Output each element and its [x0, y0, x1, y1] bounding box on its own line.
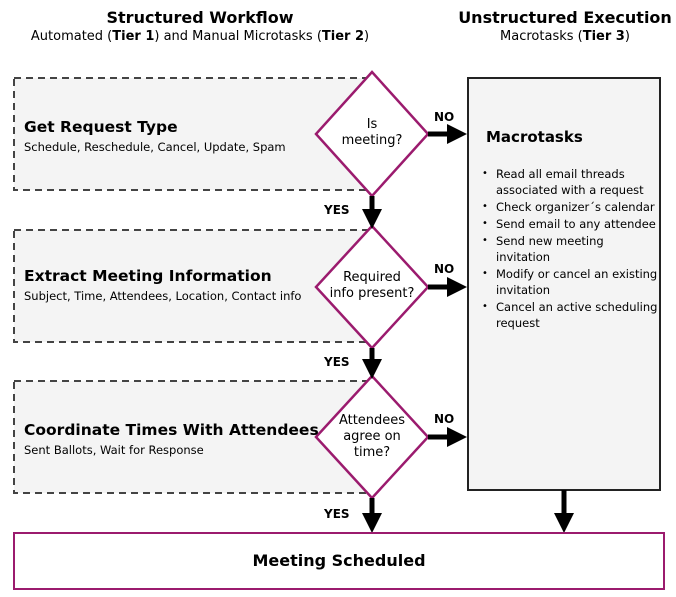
step-box-2: [13, 229, 375, 343]
macrotask-item: Read all email threads associated with a…: [482, 166, 658, 198]
step-2-title: Extract Meeting Information: [24, 267, 272, 285]
step-box-1: [13, 77, 375, 191]
step-3-title: Coordinate Times With Attendees: [24, 421, 319, 439]
unstructured-execution-subtitle: Macrotasks (Tier 3): [500, 29, 630, 44]
macrotask-item: Send email to any attendee: [482, 216, 658, 232]
step-2-subtitle: Subject, Time, Attendees, Location, Cont…: [24, 289, 302, 303]
unstructured-execution-header: Unstructured Execution Macrotasks (Tier …: [455, 8, 675, 46]
structured-workflow-title: Structured Workflow: [106, 8, 294, 27]
macrotask-item: Cancel an active scheduling request: [482, 299, 658, 331]
no-label-1: NO: [434, 110, 455, 124]
meeting-scheduled-label: Meeting Scheduled: [252, 551, 426, 570]
step-1-label: Get Request Type Schedule, Reschedule, C…: [24, 117, 286, 155]
no-label-2: NO: [434, 262, 455, 276]
step-1-subtitle: Schedule, Reschedule, Cancel, Update, Sp…: [24, 140, 286, 154]
step-2-label: Extract Meeting Information Subject, Tim…: [24, 266, 301, 304]
yes-label-1: YES: [324, 203, 350, 217]
macrotask-item: Check organizer´s calendar: [482, 199, 658, 215]
macrotask-item: Modify or cancel an existing invitation: [482, 266, 658, 298]
unstructured-execution-title: Unstructured Execution: [458, 8, 672, 27]
yes-label-3: YES: [324, 507, 350, 521]
yes-label-2: YES: [324, 355, 350, 369]
structured-workflow-subtitle: Automated (Tier 1) and Manual Microtasks…: [30, 29, 370, 44]
macrotasks-list: Read all email threads associated with a…: [482, 166, 658, 332]
no-label-3: NO: [434, 412, 455, 426]
macrotasks-panel: Macrotasks Read all email threads associ…: [468, 78, 660, 490]
meeting-scheduled-box: [13, 532, 665, 590]
macrotasks-title: Macrotasks: [486, 128, 583, 146]
macrotask-item: Send new meeting invitation: [482, 233, 658, 265]
step-1-title: Get Request Type: [24, 118, 178, 136]
step-box-3: [13, 380, 375, 494]
step-3-subtitle: Sent Ballots, Wait for Response: [24, 443, 204, 457]
step-3-label: Coordinate Times With Attendees Sent Bal…: [24, 420, 319, 458]
structured-workflow-header: Structured Workflow Automated (Tier 1) a…: [10, 8, 390, 46]
